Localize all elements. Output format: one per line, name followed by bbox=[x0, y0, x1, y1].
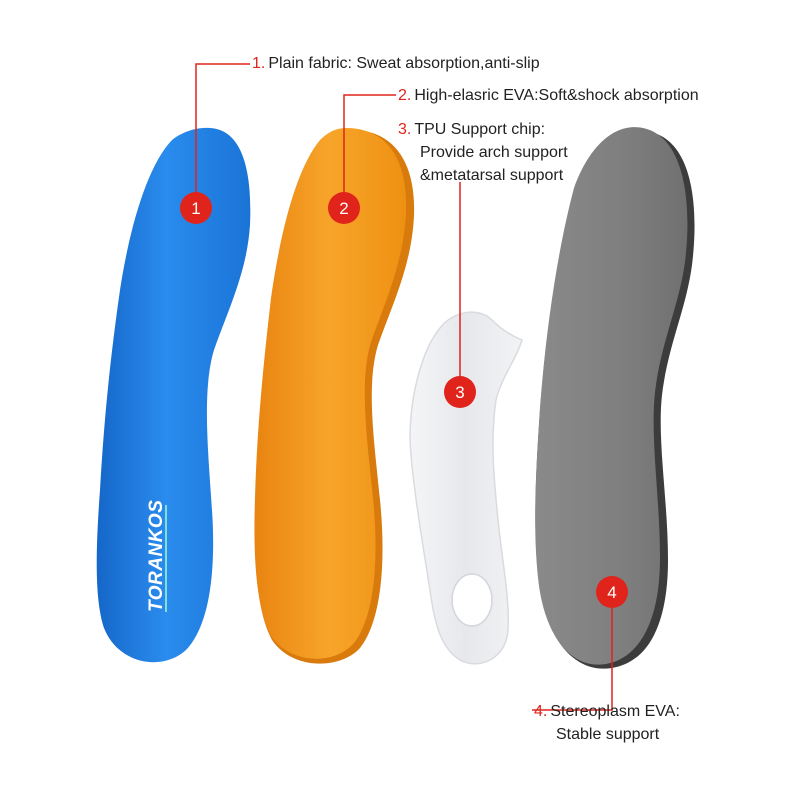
chip-heel-hole bbox=[451, 573, 493, 627]
svg-text:2: 2 bbox=[339, 199, 348, 218]
orange-eva-layer bbox=[254, 128, 407, 659]
callout-3-line-2: Provide arch support bbox=[420, 144, 568, 161]
callout-4: 4.Stereoplasm EVA: Stable support bbox=[534, 700, 680, 746]
callout-3-line-3: &metatarsal support bbox=[420, 167, 564, 184]
gray-eva-layer bbox=[535, 127, 688, 665]
badge-1: 1 bbox=[180, 192, 212, 224]
svg-text:1: 1 bbox=[191, 199, 200, 218]
leader-line-2 bbox=[343, 94, 396, 208]
callout-1-number: 1. bbox=[252, 55, 266, 72]
callout-1-line-1: Plain fabric: Sweat absorption,anti-slip bbox=[268, 55, 540, 72]
callout-1: 1.Plain fabric: Sweat absorption,anti-sl… bbox=[252, 52, 540, 75]
callout-2: 2.High-elasric EVA:Soft&shock absorption bbox=[398, 84, 699, 107]
callout-3: 3.TPU Support chip: Provide arch support… bbox=[398, 118, 568, 187]
svg-text:4: 4 bbox=[607, 583, 616, 602]
callout-3-number: 3. bbox=[398, 121, 412, 138]
callout-4-line-2: Stable support bbox=[556, 726, 660, 743]
badge-4: 4 bbox=[596, 576, 628, 608]
leader-line-1 bbox=[195, 63, 250, 208]
svg-text:3: 3 bbox=[455, 383, 464, 402]
blue-fabric-layer bbox=[96, 127, 251, 663]
callout-4-line-1: Stereoplasm EVA: bbox=[550, 703, 680, 720]
callout-2-number: 2. bbox=[398, 87, 412, 104]
callout-2-line-1: High-elasric EVA:Soft&shock absorption bbox=[414, 87, 699, 104]
leader-line-4 bbox=[532, 592, 613, 711]
badge-3: 3 bbox=[444, 376, 476, 408]
badge-2: 2 bbox=[328, 192, 360, 224]
tpu-support-chip bbox=[409, 311, 523, 665]
callout-3-line-1: TPU Support chip: bbox=[414, 121, 546, 138]
callout-4-number: 4. bbox=[534, 703, 548, 720]
brand-logo: TORANKOS bbox=[146, 500, 167, 612]
